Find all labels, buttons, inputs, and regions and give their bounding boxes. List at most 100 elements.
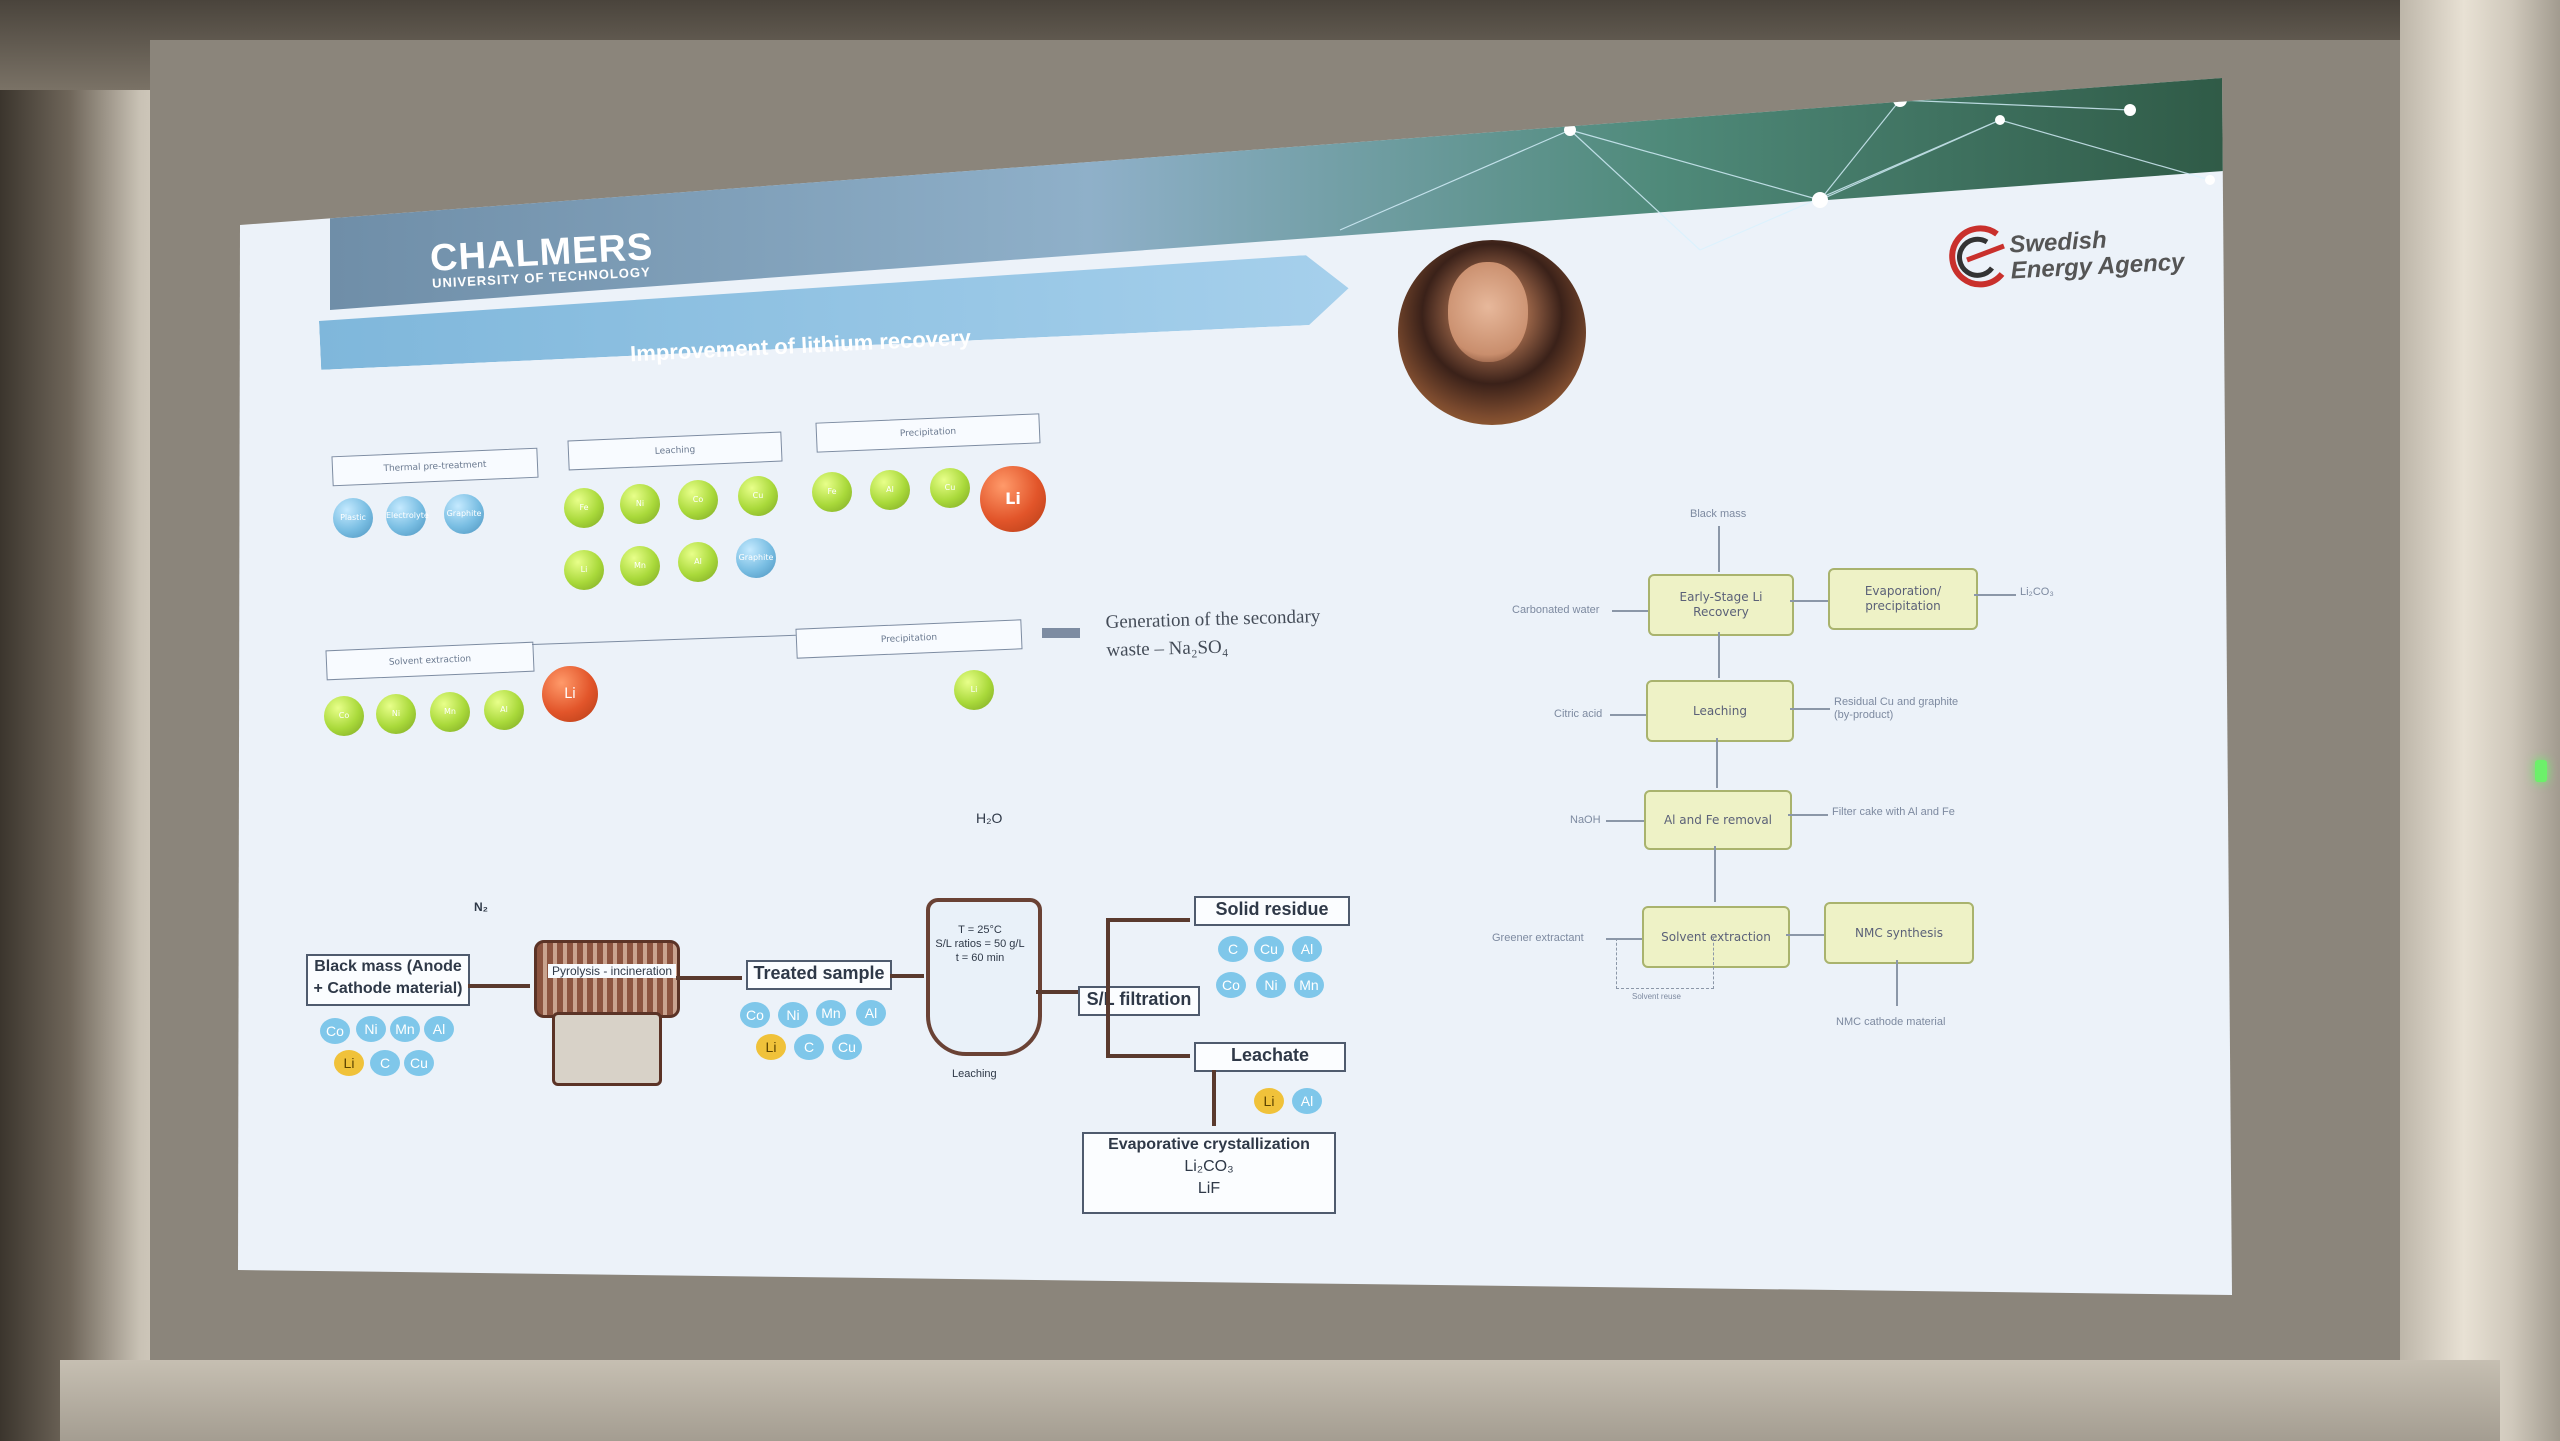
ball-leach-li: Li <box>564 550 604 590</box>
chip-ts-cu: Cu <box>832 1034 862 1060</box>
leachate-box: Leachate <box>1194 1042 1346 1072</box>
treated-sample-box: Treated sample <box>746 960 892 990</box>
swedish-energy-agency-logo-icon <box>1949 225 2005 288</box>
fc-solvent-box: Solvent extraction <box>1642 906 1790 968</box>
fc-line-12 <box>1606 938 1642 940</box>
crystallization-lif: LiF <box>1197 1180 1221 1197</box>
ball-leach-mn: Mn <box>620 546 660 586</box>
ball-leach-fe: Fe <box>564 488 604 528</box>
black-mass-box: Black mass (Anode + Cathode material) <box>306 954 470 1006</box>
ball-precip-al: Al <box>870 470 910 510</box>
n2-label: N₂ <box>474 900 488 914</box>
chip-bm-ni: Ni <box>356 1016 386 1042</box>
fc-greener-extractant: Greener extractant <box>1492 932 1584 944</box>
ball-sx-co: Co <box>324 696 364 736</box>
chip-sr-co: Co <box>1216 972 1246 998</box>
arrow-to-filtration <box>1036 990 1078 994</box>
step-solvent-extraction: Solvent extraction <box>325 641 535 681</box>
reactor-time: t = 60 min <box>955 952 1005 964</box>
h2o-label: H₂O <box>976 810 1003 826</box>
ball-precip-fe: Fe <box>812 472 852 512</box>
fc-filter-cake: Filter cake with Al and Fe <box>1832 806 1955 818</box>
fc-solvent-reuse-loop <box>1616 938 1714 989</box>
fc-li2co3: Li₂CO₃ <box>2020 586 2054 598</box>
ball-sx-mn: Mn <box>430 692 470 732</box>
arrow-to-reactor <box>890 974 924 978</box>
ball-sx-ni: Ni <box>376 694 416 734</box>
fc-line-5 <box>1718 632 1720 678</box>
chip-ts-co: Co <box>740 1002 770 1028</box>
ball-leach-cu: Cu <box>738 476 778 516</box>
reactor-sl-ratio: S/L ratios = 50 g/L <box>935 938 1025 950</box>
chip-lc-al: Al <box>1292 1088 1322 1114</box>
ball-leach-ni: Ni <box>620 484 660 524</box>
fc-line-13 <box>1786 934 1824 936</box>
fc-line-1 <box>1718 526 1720 572</box>
solid-residue-box: Solid residue <box>1194 896 1350 926</box>
door-frame <box>2400 0 2560 1441</box>
chip-bm-cu: Cu <box>404 1050 434 1076</box>
step-thermal-pretreatment: Thermal pre-treatment <box>331 447 539 487</box>
fc-black-mass: Black mass <box>1690 508 1747 520</box>
ball-electrolyte: Electrolyte <box>386 496 429 536</box>
ball-precip-cu: Cu <box>930 468 970 508</box>
status-led-icon <box>2535 760 2547 782</box>
arrow-to-treated <box>676 976 742 980</box>
fc-line-11 <box>1714 846 1716 902</box>
screen-ledge <box>60 1360 2500 1441</box>
arrow-to-crystallization <box>1212 1070 1216 1126</box>
branch-to-residue <box>1106 918 1190 922</box>
furnace-stand <box>552 1012 662 1086</box>
branch-to-leachate <box>1106 1054 1190 1058</box>
ball-plastic: Plastic <box>333 498 373 538</box>
filtration-branch-line <box>1106 918 1110 1058</box>
fc-nmc-cathode: NMC cathode material <box>1836 1016 1946 1028</box>
ball-sx-al: Al <box>484 690 524 730</box>
step-precipitation-2: Precipitation <box>795 619 1023 659</box>
fc-line-6 <box>1610 714 1646 716</box>
chip-ts-al: Al <box>856 1000 886 1026</box>
fc-al-fe-box: Al and Fe removal <box>1644 790 1792 850</box>
crystallization-title: Evaporative crystallization <box>1108 1136 1310 1153</box>
step-leaching: Leaching <box>567 431 783 471</box>
ball-leach-al: Al <box>678 542 718 582</box>
connector-line <box>532 634 796 645</box>
chip-bm-c: C <box>370 1050 400 1076</box>
chip-ts-ni: Ni <box>778 1002 808 1028</box>
fc-naoh: NaOH <box>1570 814 1601 826</box>
reactor-conditions: T = 25°C S/L ratios = 50 g/L t = 60 min <box>930 923 1030 965</box>
generation-note: Generation of the secondary waste – Na₂S… <box>1105 603 1321 665</box>
chip-bm-co: Co <box>320 1018 350 1044</box>
fc-nmc-synthesis-box: NMC synthesis <box>1824 902 1974 964</box>
sl-filtration-box: S/L filtration <box>1078 986 1200 1016</box>
ball-graphite: Graphite <box>444 494 484 534</box>
fc-line-10 <box>1788 814 1828 816</box>
fat-arrow-icon <box>1042 628 1080 638</box>
ball-sx-li: Li <box>542 666 598 722</box>
step-precipitation: Precipitation <box>815 413 1041 453</box>
chip-sr-ni: Ni <box>1256 972 1286 998</box>
reactor-temperature: T = 25°C <box>958 924 1002 936</box>
fc-carbonated-water: Carbonated water <box>1512 604 1600 616</box>
ball-leach-graphite: Graphite <box>736 538 776 578</box>
generation-note-line1: Generation of the secondary <box>1105 606 1321 633</box>
chip-lc-li: Li <box>1254 1088 1284 1114</box>
agency-name: Swedish Energy Agency <box>2009 223 2185 284</box>
fc-line-3 <box>1790 600 1828 602</box>
chip-sr-mn: Mn <box>1294 972 1324 998</box>
speaker-face <box>1448 262 1528 362</box>
fc-line-9 <box>1606 820 1644 822</box>
crystallization-box: Evaporative crystallization Li₂CO₃ LiF <box>1082 1132 1336 1214</box>
crystallization-li2co3: Li₂CO₃ <box>1184 1158 1234 1175</box>
fc-line-8 <box>1716 738 1718 788</box>
reactor-label: Leaching <box>952 1068 997 1080</box>
ball-precip-li: Li <box>980 466 1046 532</box>
generation-note-line2: waste – Na₂SO₄ <box>1106 636 1229 661</box>
arrow-to-furnace <box>468 984 530 988</box>
chip-sr-cu: Cu <box>1254 936 1284 962</box>
chip-bm-mn: Mn <box>390 1016 420 1042</box>
fc-citric-acid: Citric acid <box>1554 708 1603 720</box>
ball-precip2-li: Li <box>954 670 994 710</box>
chip-ts-li: Li <box>756 1034 786 1060</box>
